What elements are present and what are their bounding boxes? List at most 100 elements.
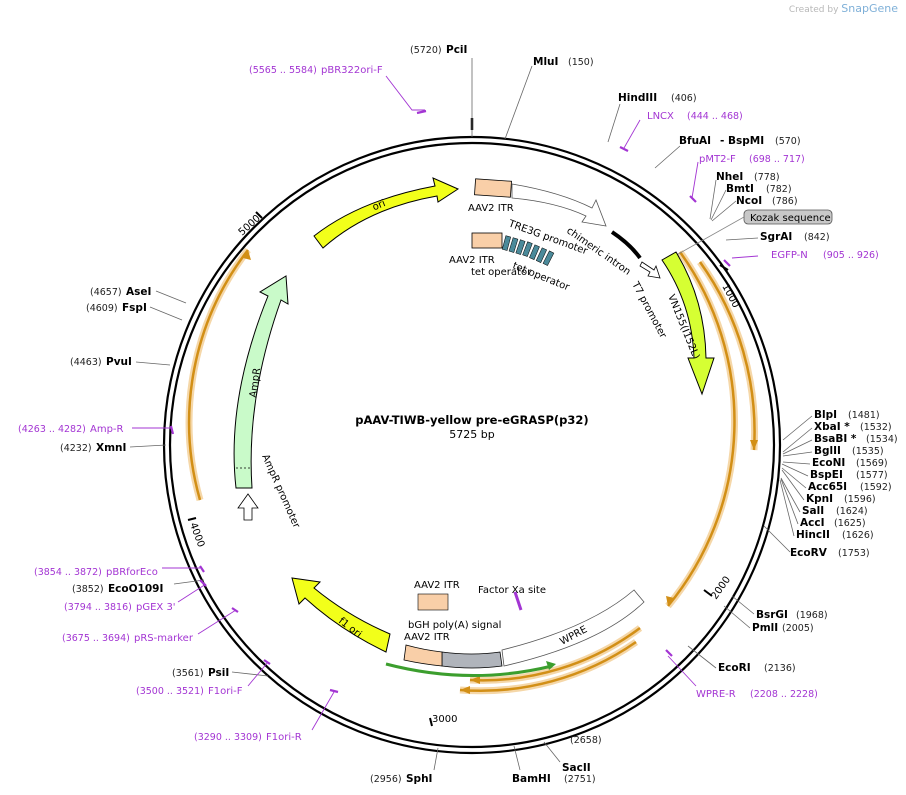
leader-bspei (781, 463, 809, 477)
leader-acc65i (781, 467, 807, 489)
primer-range-pbrforeco: (3854 .. 3872) (34, 567, 102, 578)
t7-promoter-label: T7 promoter (629, 279, 669, 341)
aav2-itr-top-feature (474, 178, 512, 198)
ampr-promoter-label: AmpR promoter (259, 453, 302, 531)
leader-hincii (779, 479, 795, 537)
site-pos-ncoi: (786) (772, 196, 798, 207)
chimeric-intron-feature (610, 230, 642, 260)
site-pos-sgrai: (842) (804, 232, 830, 243)
site-name-bspmi: - BspMI (720, 135, 764, 147)
tick-1000 (719, 264, 729, 271)
mark-prs (231, 607, 239, 613)
site-name-bmti: BmtI (726, 183, 754, 195)
mark-ampr-primer (169, 425, 175, 435)
orange-arc-right2 (698, 261, 756, 451)
leader-asei (155, 290, 187, 304)
site-name-sphi: SphI (406, 773, 432, 785)
site-pos-hindiii: (406) (671, 93, 697, 104)
leader-pbr322ori (385, 75, 425, 111)
leader-sphi (433, 747, 439, 771)
credit-text: Created by (788, 5, 839, 15)
tet-operator-box (535, 247, 548, 263)
site-name-acci: AccI (800, 517, 824, 529)
orange-arrowhead-bottom2 (470, 676, 480, 684)
site-name-bspei: BspEI (810, 469, 843, 481)
leader-wpre-r (667, 655, 697, 687)
site-labels: (5720) PciI MluI (150) HindIII (406) Bfu… (60, 44, 898, 785)
site-name-mlui: MluI (533, 56, 558, 68)
orange-arc-right (667, 251, 736, 607)
primer-range-f1ori-f: (3500 .. 3521) (136, 686, 204, 697)
site-pos-kpni: (1596) (844, 494, 876, 505)
site-name-bfuai: BfuAI (679, 135, 711, 147)
leader-bfuai (654, 145, 681, 169)
leader-ecorv (763, 525, 791, 553)
snapgene-logo: SnapGene (841, 2, 898, 15)
primer-name-pbr322ori: pBR322ori-F (321, 65, 383, 76)
leader-bglii (782, 451, 813, 457)
site-pos-bspei: (1577) (856, 470, 888, 481)
primer-leaders (132, 75, 759, 731)
orange-arrowhead-right2 (750, 440, 758, 450)
site-pos-acci: (1625) (834, 518, 866, 529)
site-name-bsrgi: BsrGI (756, 609, 788, 621)
leader-f1ori-r (311, 691, 335, 731)
green-feature-arc (385, 662, 553, 677)
ampr-promoter-feature (237, 493, 259, 521)
site-name-asei: AseI (126, 286, 151, 298)
primer-range-pmt2: (698 .. 717) (749, 154, 805, 165)
site-pos-sphi: (2956) (370, 774, 402, 785)
site-pos-ecori: (2136) (764, 663, 796, 674)
leader-acci (780, 478, 799, 525)
factor-xa-feature (513, 591, 523, 611)
site-pos-xbai: (1532) (860, 422, 892, 433)
backbone-inner (168, 141, 776, 749)
orange-arc-bottom (459, 640, 637, 692)
primer-name-prs: pRS-marker (134, 633, 194, 644)
tet-operator-box (522, 241, 533, 257)
site-name-ecoo109i: EcoO109I (108, 583, 163, 595)
site-pos-acc65i: (1592) (860, 482, 892, 493)
aav2-itr-bottom-feature (417, 593, 449, 611)
site-name-ecorv: EcoRV (790, 547, 828, 559)
leader-fspi (149, 306, 183, 321)
green-feature-arrowhead (546, 661, 556, 670)
aav2-itr-bottom2-feature (403, 644, 443, 667)
primer-name-pmt2: pMT2-F (699, 154, 736, 165)
factor-xa-label: Factor Xa site (478, 585, 546, 596)
leader-econi (782, 461, 811, 465)
leader-pmt2 (691, 161, 699, 199)
leader-kpni (781, 469, 805, 501)
t7-promoter-feature (639, 261, 661, 279)
mark-lncx (619, 146, 629, 152)
mark-pbrforeco (199, 565, 205, 573)
site-pos-bglii: (1535) (852, 446, 884, 457)
site-pos-bsabi: (1534) (866, 434, 898, 445)
leader-egfp (731, 255, 759, 259)
primer-range-egfp: (905 .. 926) (823, 250, 879, 261)
tet-operator-box (542, 250, 555, 266)
leader-lncx (623, 119, 641, 149)
vn155-feature (661, 251, 715, 396)
orange-arc-bottom2 (469, 626, 641, 682)
orange-arc-left (187, 249, 249, 501)
site-name-hindiii: HindIII (618, 92, 657, 104)
leader-pvui (135, 361, 171, 366)
tick-2000 (703, 589, 713, 597)
primer-name-pbrforeco: pBRforEco (106, 567, 158, 578)
tick-4000 (187, 517, 197, 521)
tet-operator-box (515, 239, 526, 255)
tet-operator-box (508, 237, 519, 253)
tick-label-5000: 5000 (237, 213, 263, 238)
site-pos-psii: (3561) (172, 668, 204, 679)
site-name-pvui: PvuI (106, 356, 132, 368)
wpre-feature (501, 589, 645, 667)
tet-operator-feature (501, 235, 555, 266)
site-pos-econi: (1569) (856, 458, 888, 469)
site-name-econi: EcoNI (812, 457, 845, 469)
site-leaders (129, 58, 813, 771)
tick-5000 (255, 211, 263, 219)
site-name-bsabi: BsaBI * (814, 433, 857, 445)
site-name-hincii: HincII (796, 529, 830, 541)
primer-marks (169, 109, 731, 694)
